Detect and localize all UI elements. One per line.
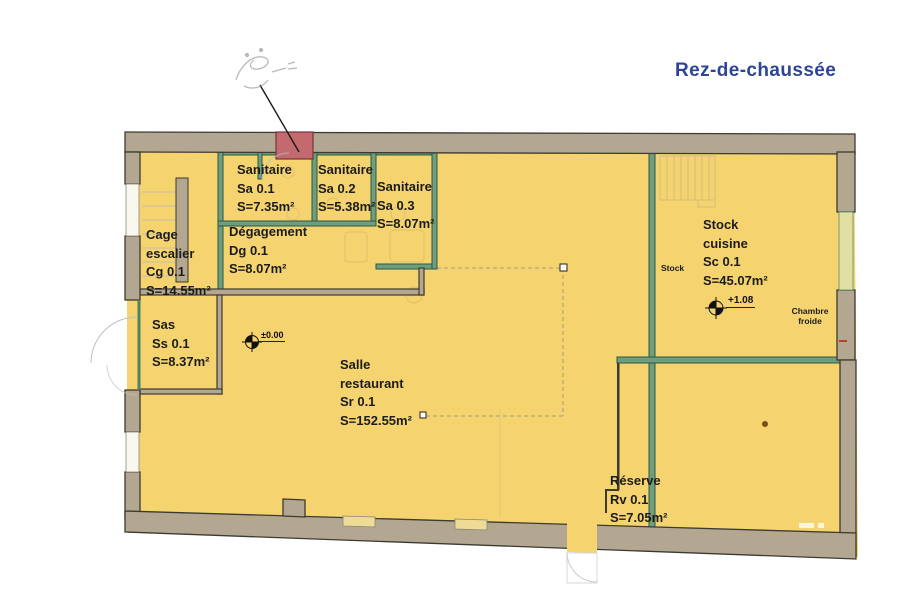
room-name: Sas (152, 317, 176, 332)
room-area: S=45.07m² (703, 272, 768, 288)
stair-pillar (175, 177, 189, 283)
leader-line (259, 84, 300, 153)
room-area: S=7.05m² (610, 510, 668, 525)
small-label-chambre-froide: Chambre froide (787, 306, 833, 326)
level-marker-icon (242, 332, 262, 352)
page-title: Rez-de-chaussée (675, 60, 837, 81)
room-label-reserve: Réserve Rv 0.1 S=7.05m² (610, 472, 667, 528)
small-label-stock: Stock (661, 263, 685, 273)
room-name: Sanitaire (377, 179, 432, 194)
room-label-sas: Sas Ss 0.1 S=8.37m² (152, 316, 209, 372)
room-area: S=8.07m² (377, 216, 435, 231)
ceiling-marker-square (559, 263, 568, 272)
exterior-wall-bottom (124, 510, 857, 560)
room-area: S=5.38m² (318, 199, 376, 214)
room-code: Cg 0.1 (146, 264, 186, 279)
exterior-wall-top (124, 131, 856, 155)
room-label-cage-escalier: Cage escalier Cg 0.1 S=14.55m² (146, 226, 211, 300)
stock-staircase (659, 155, 716, 208)
room-code: Ss 0.1 (152, 335, 190, 351)
room-name: escalier (146, 245, 195, 261)
room-code: Sa 0.2 (318, 180, 356, 196)
window-openings (125, 183, 854, 553)
door-swing-arcs (90, 152, 598, 584)
reserve-wall-step (605, 489, 619, 513)
north-sketch-icon (235, 47, 298, 89)
room-label-stock-cuisine: Stock cuisine Sc 0.1 S=45.07m² (703, 216, 768, 290)
room-name: Stock (703, 217, 739, 232)
room-area: S=8.07m² (229, 261, 287, 276)
room-label-sanitaire-3: Sanitaire Sa 0.3 S=8.07m² (377, 178, 434, 234)
wall-badge (799, 523, 824, 528)
level-annotation-stock: +1.08 (726, 295, 756, 308)
room-code: Sa 0.3 (377, 197, 415, 213)
room-area: S=7.35m² (237, 199, 295, 214)
room-name: cuisine (703, 235, 748, 251)
level-annotation-ground: ±0.00 (259, 330, 286, 342)
room-code: Sa 0.1 (237, 180, 275, 196)
room-label-salle-restaurant: Salle restaurant Sr 0.1 S=152.55m² (340, 356, 412, 430)
room-code: Dg 0.1 (229, 242, 269, 258)
room-name: Cage (146, 227, 178, 242)
floor-surface (127, 134, 858, 557)
ceiling-marker-square (419, 411, 427, 419)
room-area: S=14.55m² (146, 282, 211, 298)
room-area: S=8.37m² (152, 354, 210, 369)
room-name: Sanitaire (318, 162, 373, 177)
room-code: Sr 0.1 (340, 394, 376, 409)
room-code: Sc 0.1 (703, 254, 741, 269)
small-label-line: froide (798, 316, 822, 326)
room-area: S=152.55m² (340, 412, 412, 428)
room-name: restaurant (340, 375, 404, 391)
column-dot (762, 421, 768, 427)
reserve-wall (617, 363, 620, 490)
room-label-sanitaire-2: Sanitaire Sa 0.2 S=5.38m² (318, 161, 375, 217)
small-label-line: Chambre (791, 306, 829, 316)
level-marker-icon (705, 297, 727, 319)
room-name: Sanitaire (237, 162, 292, 177)
staircase-treads (142, 191, 176, 277)
room-name: Salle (340, 357, 371, 372)
room-label-degagement: Dégagement Dg 0.1 S=8.07m² (229, 223, 307, 279)
room-label-sanitaire-1: Sanitaire Sa 0.1 S=7.35m² (237, 161, 294, 217)
room-name: Réserve (610, 473, 661, 488)
room-name: Dégagement (229, 224, 308, 239)
room-code: Rv 0.1 (610, 491, 649, 507)
